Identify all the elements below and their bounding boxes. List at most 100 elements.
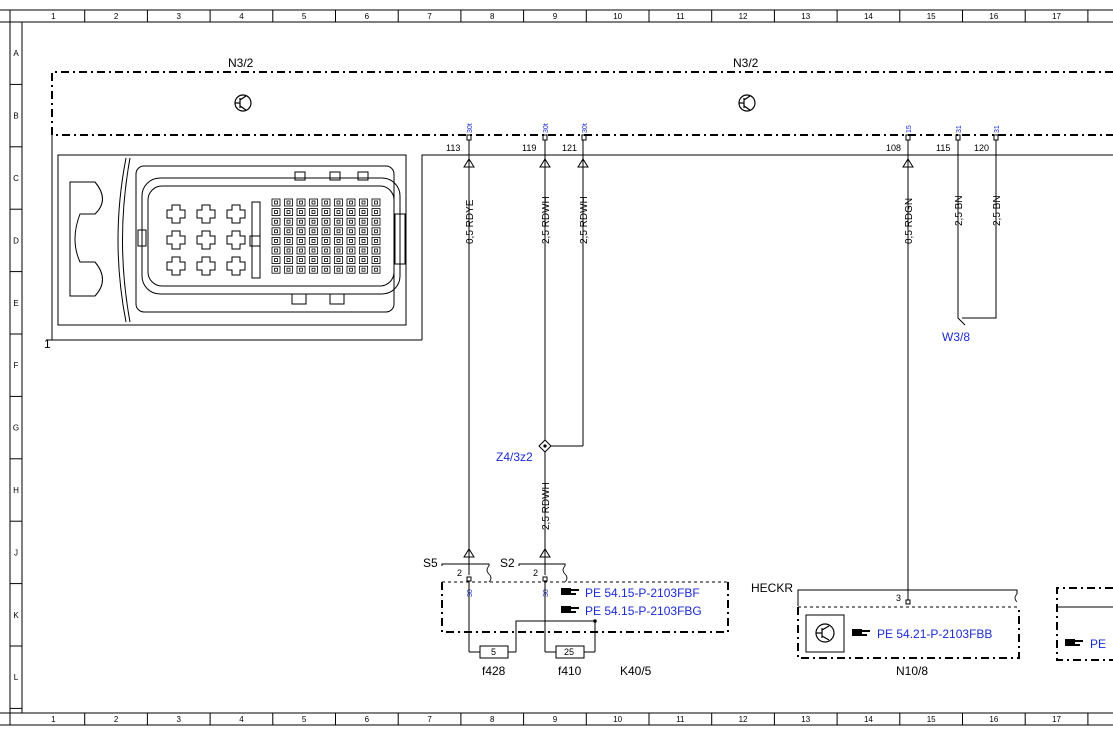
grid-column-label: 5 bbox=[302, 715, 307, 724]
grid-row-label: J bbox=[14, 548, 18, 557]
connector-cavity bbox=[334, 256, 343, 265]
terminal-31-label: 31 bbox=[994, 125, 1001, 133]
connector-cavity bbox=[334, 217, 343, 226]
connector-cavity bbox=[286, 210, 291, 215]
connector-cavity bbox=[299, 267, 303, 272]
terminal-15-label: 15 bbox=[906, 125, 913, 133]
grid-column-label: 3 bbox=[177, 12, 182, 21]
partial-module-box bbox=[1056, 587, 1113, 661]
connector-cavity bbox=[271, 227, 281, 236]
connector-cavity bbox=[284, 198, 293, 207]
connector-cavity bbox=[361, 248, 366, 253]
s5-pin-label: 2 bbox=[457, 568, 462, 578]
heckr-label: HECKR bbox=[751, 581, 793, 595]
transistor-icon bbox=[815, 623, 835, 643]
connector-cavity bbox=[371, 198, 381, 207]
connector-cavity bbox=[286, 267, 291, 272]
connector-cavity bbox=[324, 219, 328, 224]
connector-cavity bbox=[166, 204, 186, 224]
grid-column-label: 15 bbox=[927, 715, 936, 724]
grid-row-label: A bbox=[13, 49, 19, 58]
connector-cavity bbox=[286, 200, 291, 205]
connector-cavity bbox=[309, 208, 318, 217]
reference-link-fbb[interactable]: PE 54.21-P-2103FBB bbox=[852, 627, 992, 641]
connector-cavity bbox=[321, 236, 331, 245]
grid-row-label: C bbox=[13, 174, 19, 183]
grid-column-label: 17 bbox=[1052, 715, 1061, 724]
connector-cavity bbox=[284, 208, 293, 217]
s2-label: S2 bbox=[500, 556, 515, 570]
connector-cavity bbox=[299, 219, 303, 224]
grid-column-label: 2 bbox=[114, 12, 119, 21]
grid-column-label: 11 bbox=[676, 715, 685, 724]
reference-link-partial[interactable]: PE bbox=[1065, 637, 1106, 651]
wire-label-115: 2,5 BN bbox=[954, 195, 965, 226]
terminal-30t-label: 30t bbox=[582, 123, 589, 133]
connector-cavity bbox=[286, 238, 291, 243]
connector-cavity bbox=[324, 267, 328, 272]
reference-link-fbg[interactable]: PE 54.15-P-2103FBG bbox=[561, 604, 702, 618]
connector-cavity bbox=[309, 227, 318, 236]
grid-column-label: 10 bbox=[613, 12, 622, 21]
grid-row-label: L bbox=[14, 673, 19, 682]
connector-cavity bbox=[311, 248, 316, 253]
fuse-f410-rating: 25 bbox=[564, 647, 574, 657]
connector-index-label: 1 bbox=[44, 337, 51, 351]
grid-row-label: D bbox=[13, 236, 19, 245]
w3-8-label: W3/8 bbox=[942, 330, 970, 344]
connector-cavity bbox=[324, 258, 328, 263]
terminal-31-label: 31 bbox=[956, 125, 963, 133]
pointing-hand-icon bbox=[561, 606, 579, 613]
connector-cavity bbox=[309, 256, 318, 265]
connector-cavity bbox=[309, 198, 318, 207]
grid-column-label: 4 bbox=[239, 12, 244, 21]
connector-cavity bbox=[196, 204, 216, 224]
n3-2-label-right: N3/2 bbox=[733, 56, 759, 70]
wire-label-119: 2,5 RDWH bbox=[541, 196, 552, 244]
connector-cavity bbox=[284, 227, 293, 236]
sheet-frame bbox=[0, 9, 1113, 726]
connector-cavity bbox=[286, 219, 291, 224]
connector-cavity bbox=[336, 219, 341, 224]
connector-cavity bbox=[311, 238, 316, 243]
wire-label-121: 2,5 RDWH bbox=[579, 196, 590, 244]
connector-cavity bbox=[284, 236, 293, 245]
pointing-hand-icon bbox=[1065, 639, 1083, 646]
connector-cavity bbox=[226, 204, 246, 224]
grid-row-label: E bbox=[13, 299, 18, 308]
connector-cavity bbox=[274, 210, 278, 215]
connector-cavity bbox=[349, 258, 353, 263]
grid-column-label: 7 bbox=[427, 12, 432, 21]
connector-cavity bbox=[349, 267, 353, 272]
connector-cavity bbox=[296, 265, 306, 274]
connector-cavity bbox=[346, 265, 356, 274]
connector-cavity bbox=[334, 246, 343, 255]
connector-cavity bbox=[346, 227, 356, 236]
connector-cavity bbox=[321, 208, 331, 217]
connector-cavity bbox=[299, 248, 303, 253]
grid-column-label: 17 bbox=[1052, 12, 1061, 21]
reference-link-text: PE bbox=[1090, 637, 1106, 651]
connector-cavity bbox=[336, 210, 341, 215]
connector-cavity bbox=[346, 256, 356, 265]
reference-link-fbf[interactable]: PE 54.15-P-2103FBF bbox=[561, 586, 700, 600]
connector-cavity bbox=[336, 238, 341, 243]
connector-cavity bbox=[361, 210, 366, 215]
connector-cavity bbox=[311, 210, 316, 215]
grid-row-label: G bbox=[13, 424, 19, 433]
pointing-hand-icon bbox=[852, 629, 870, 636]
connector-cavity bbox=[284, 246, 293, 255]
connector-cavity bbox=[311, 229, 316, 234]
connector-cavity bbox=[336, 267, 341, 272]
connector-cavity bbox=[336, 200, 341, 205]
grid-row-label: H bbox=[13, 486, 19, 495]
connector-cavity bbox=[336, 229, 341, 234]
grid-column-label: 16 bbox=[989, 715, 998, 724]
connector-cavity bbox=[296, 256, 306, 265]
connector-cavity bbox=[359, 256, 368, 265]
s5-contact bbox=[441, 548, 492, 583]
connector-cavity bbox=[274, 238, 278, 243]
connector-cavity bbox=[334, 227, 343, 236]
connector-cavity bbox=[324, 210, 328, 215]
connector-cavity bbox=[274, 219, 278, 224]
